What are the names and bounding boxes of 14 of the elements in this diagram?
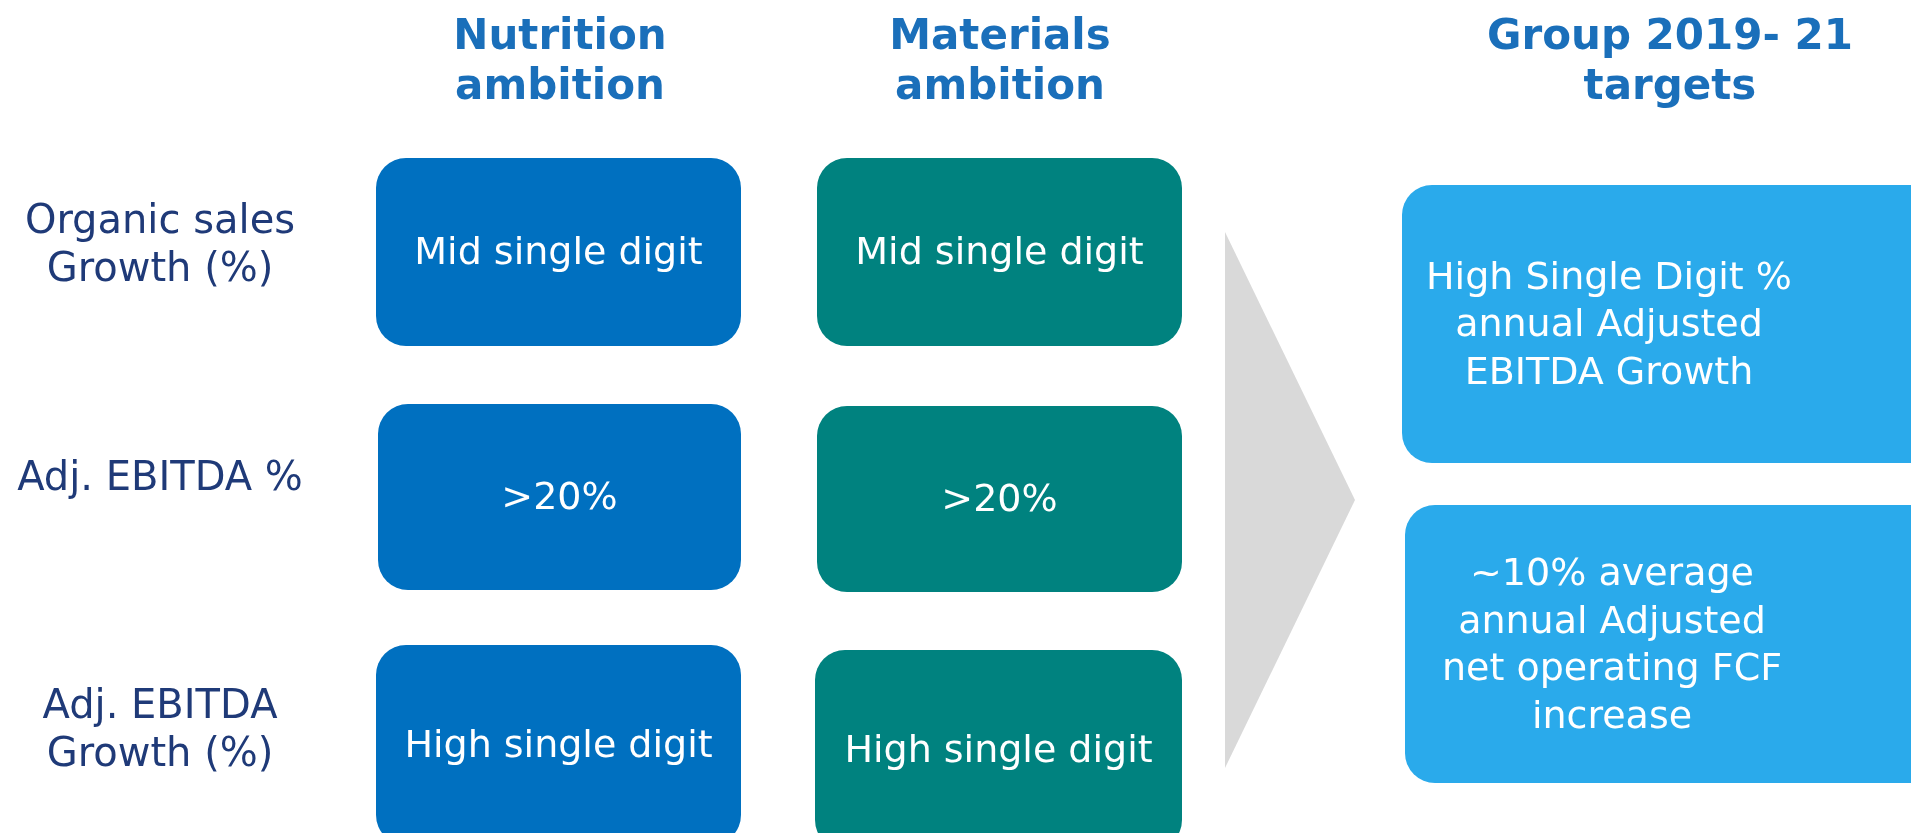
target-card: High Single Digit % annual Adjusted EBITDA Growth — [1402, 185, 1911, 463]
row-label: Adj. EBITDA % — [16, 452, 304, 500]
column-header: Nutrition ambition — [452, 10, 668, 111]
metric-card: Mid single digit — [376, 158, 741, 346]
column-header: Group 2019- 21 targets — [1486, 10, 1854, 111]
column-header: Materials ambition — [888, 10, 1112, 111]
metric-card: >20% — [817, 406, 1182, 592]
metric-card: High single digit — [815, 650, 1182, 833]
metric-card: High single digit — [376, 645, 741, 833]
metric-card: Mid single digit — [817, 158, 1182, 346]
metric-card: >20% — [378, 404, 741, 590]
row-label: Organic sales Growth (%) — [23, 195, 297, 291]
row-label: Adj. EBITDA Growth (%) — [41, 680, 279, 776]
target-card: ~10% average annual Adjusted net operating FCF increase — [1405, 505, 1911, 783]
